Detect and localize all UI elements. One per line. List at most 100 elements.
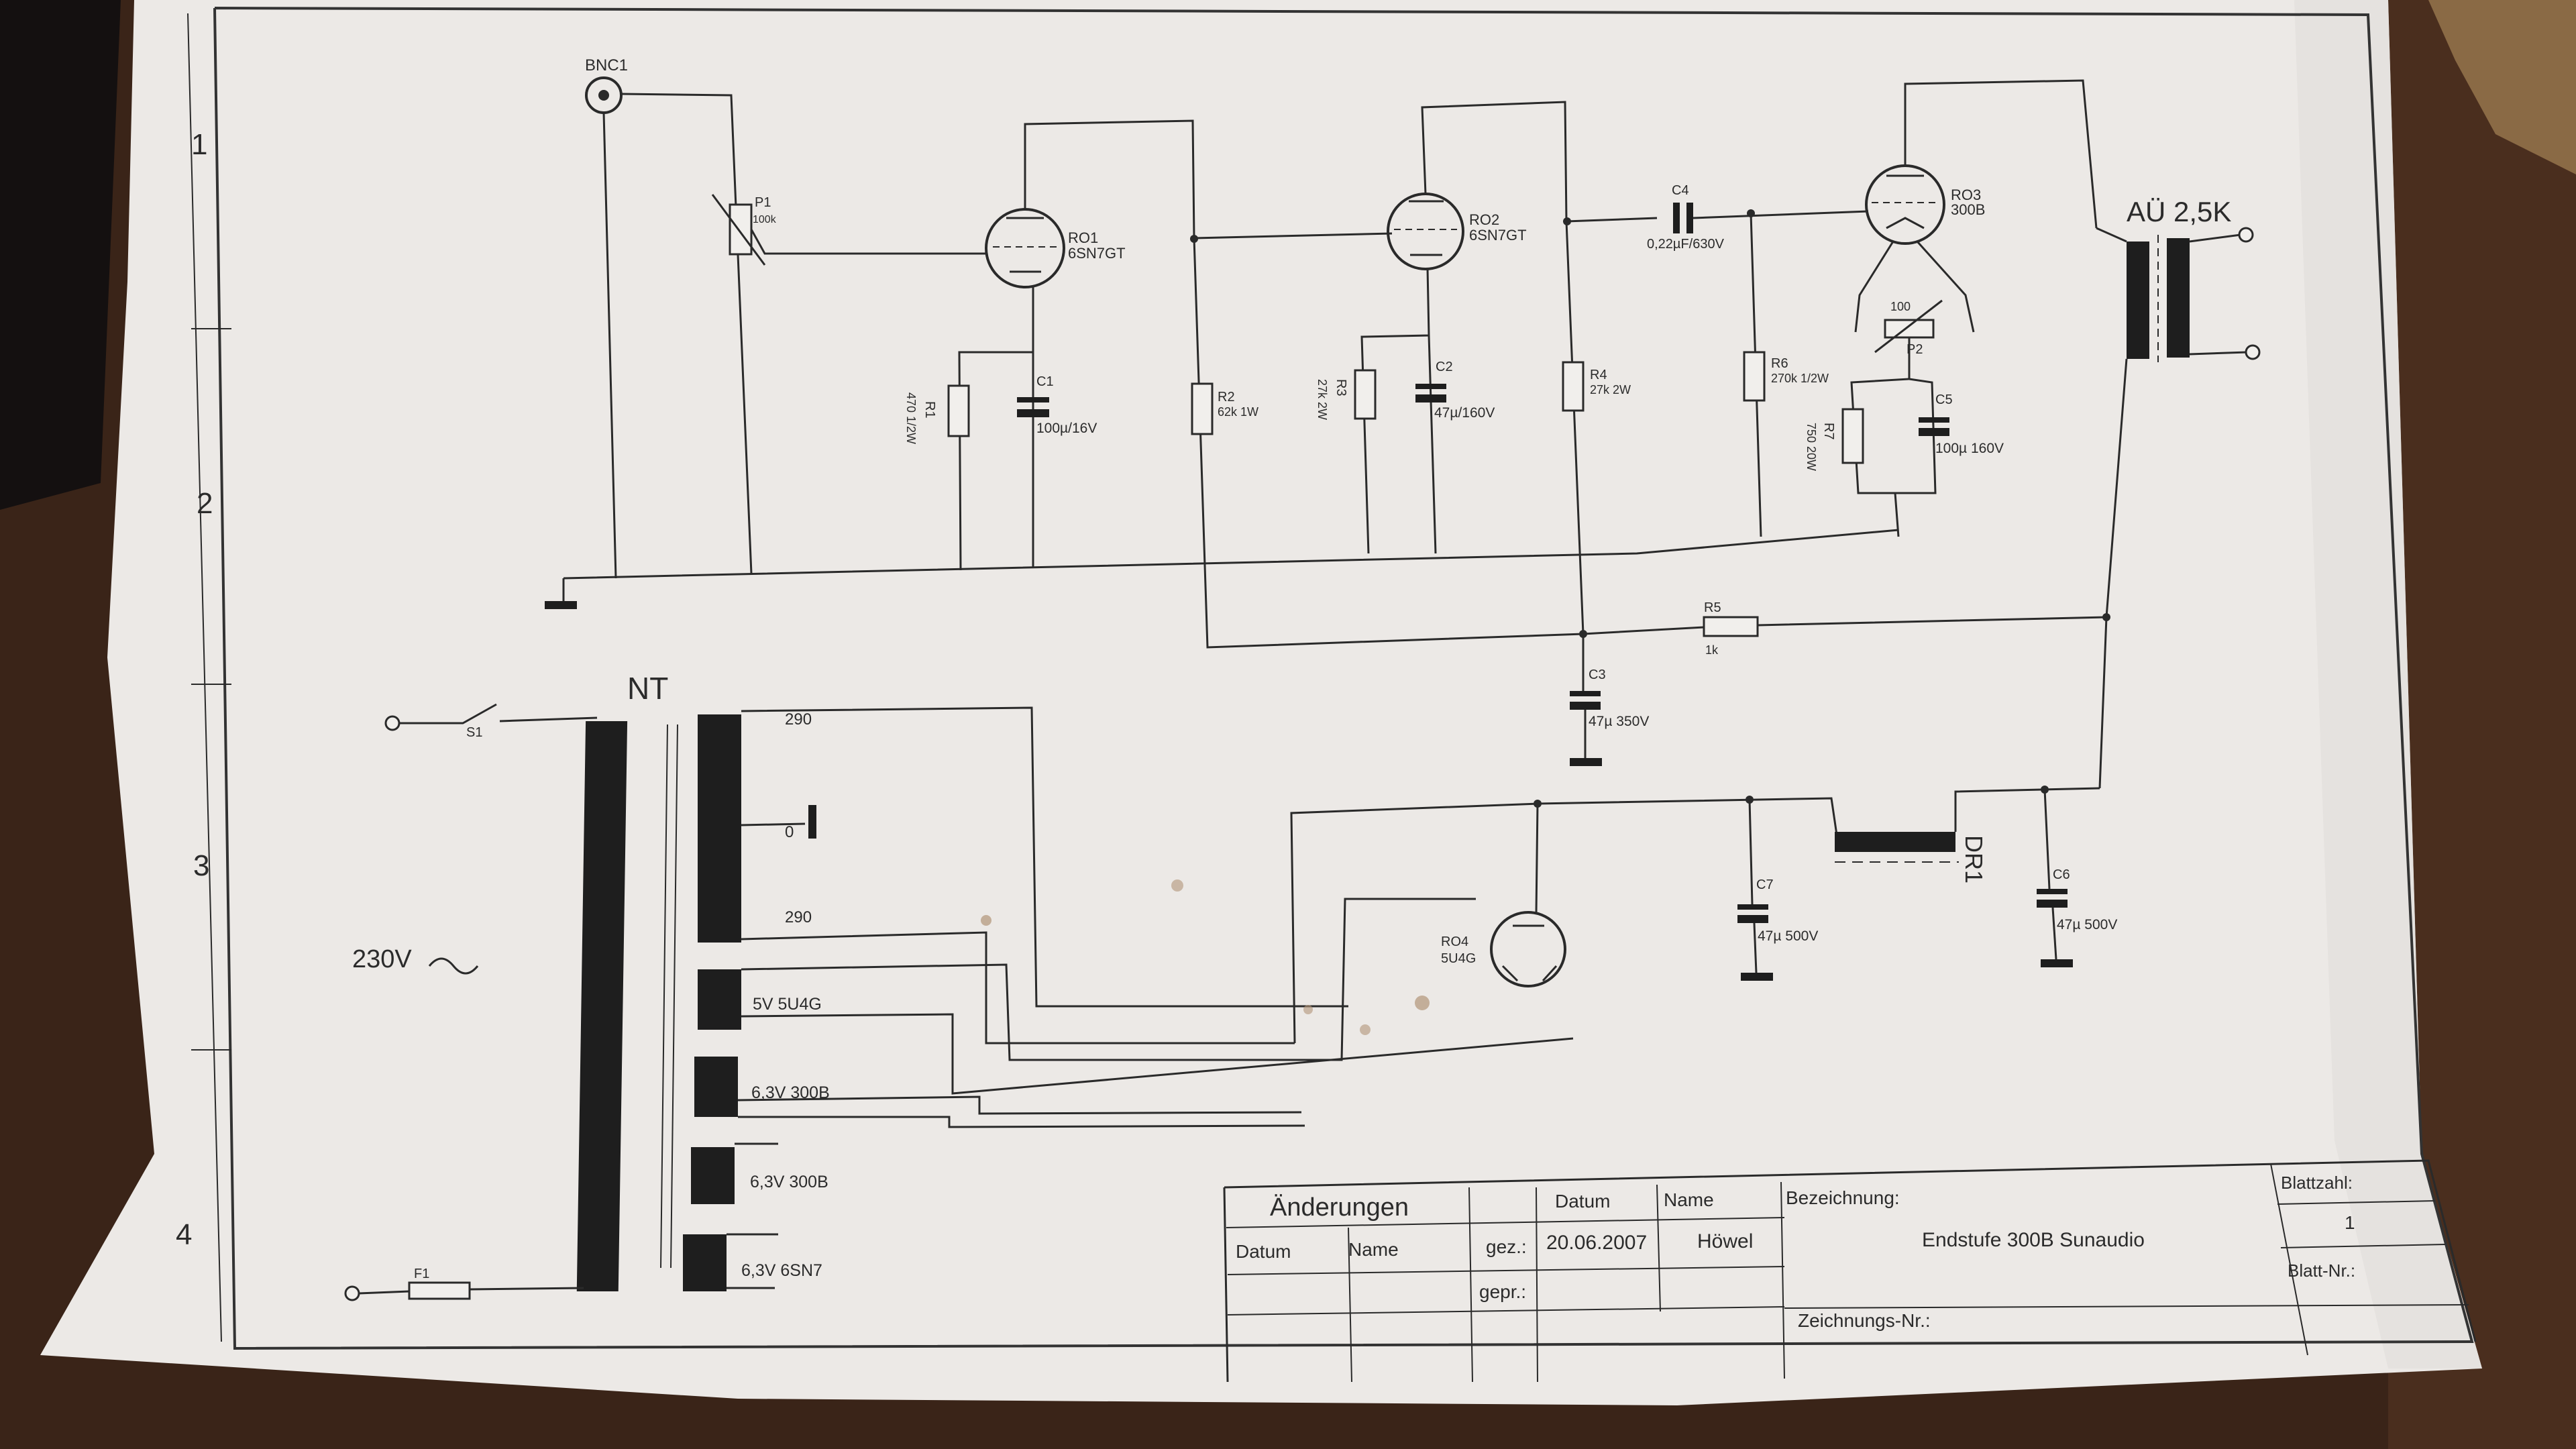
ro3-filament (1886, 217, 1925, 229)
output-secondary-bottom (2189, 351, 2248, 356)
output-primary-wire (2096, 227, 2127, 243)
r4-label: R4 (1590, 368, 1607, 382)
c7-value: 47µ 500V (1758, 928, 1818, 944)
ro1-anode-wire (1024, 119, 1195, 239)
c5-plate-top (1919, 417, 1949, 423)
r5-label: R5 (1704, 600, 1721, 615)
node-r5 (1579, 630, 1587, 638)
stain-2 (1171, 879, 1183, 892)
c2-plate-bottom (1415, 394, 1446, 402)
tap-0: 0 (785, 823, 794, 841)
c1-value: 100µ/16V (1036, 421, 1097, 436)
tap-5v: 5V 5U4G (753, 995, 822, 1014)
nt-secondary-63a (694, 1057, 738, 1117)
gez-date: 20.06.2007 (1546, 1232, 1647, 1254)
r7-label: R7 (1821, 423, 1836, 440)
p2-arrow (1874, 299, 1943, 354)
ro4-output-wire (1290, 802, 1539, 1044)
r6-resistor (1743, 351, 1766, 402)
r7-value: 750 20W (1805, 423, 1818, 471)
ground-bus (563, 529, 1899, 580)
ro4-type: 5U4G (1441, 951, 1476, 966)
c3-value: 47µ 350V (1589, 714, 1649, 729)
ro4-diodes (1501, 924, 1558, 982)
p1-wiper (750, 229, 986, 255)
s1-switch (399, 703, 497, 724)
r4-resistor (1562, 361, 1585, 412)
r6-value: 270k 1/2W (1771, 372, 1829, 385)
c1-plate-top (1017, 397, 1049, 402)
tap-290-top: 290 (785, 710, 812, 729)
p1-label: P1 (755, 195, 771, 210)
name-header: Name (1664, 1189, 1714, 1210)
stain-4 (1360, 1024, 1371, 1035)
output-secondary-top (2189, 233, 2241, 243)
mains-tilde (428, 957, 479, 975)
r7-resistor (1841, 408, 1864, 464)
stain-3 (1415, 996, 1430, 1010)
changes-header: Änderungen (1270, 1193, 1409, 1222)
hv-dc-bus (1537, 797, 1839, 845)
ro1-type: 6SN7GT (1068, 245, 1126, 262)
c6-plate-top (2037, 889, 2068, 894)
frame-row-divider-line (187, 13, 222, 1342)
c3-plate-bottom (1570, 702, 1601, 710)
gez-name: Höwel (1697, 1230, 1753, 1252)
output-terminal-top (2238, 227, 2254, 243)
row-marker-1: 1 (191, 128, 207, 161)
r2-wire (1193, 237, 1584, 649)
row-marker-3: 3 (193, 849, 209, 882)
switch-to-nt-wire (499, 716, 598, 722)
mains-label: 230V (352, 945, 412, 973)
c2-wire (1428, 335, 1437, 554)
c7-plate-bottom (1737, 915, 1768, 923)
ro2-type: 6SN7GT (1469, 227, 1527, 244)
title-block (1223, 1159, 2477, 1383)
c7-ground (1741, 973, 1773, 981)
heater-6sn7 (727, 1233, 778, 1289)
ro2-cathode-wire (1360, 268, 1430, 554)
changes-col-datum: Datum (1236, 1241, 1291, 1262)
p1-potentiometer (729, 203, 753, 256)
tap-63-c: 6,3V 6SN7 (741, 1261, 822, 1280)
ro3-anode-wire (1904, 79, 2098, 229)
heater-300b-b (738, 1116, 1305, 1128)
c1-plate-bottom (1017, 409, 1049, 417)
dr1-choke-core (1835, 832, 1955, 852)
p1-value: 100k (753, 214, 777, 225)
output-transformer-core-left (2127, 241, 2149, 359)
bnc-ground-wire (602, 112, 617, 579)
r5-resistor (1703, 616, 1759, 637)
nt-secondary-63c (683, 1234, 727, 1291)
blattzahl-label: Blattzahl: (2281, 1173, 2353, 1193)
ro1-cathode-wire (958, 287, 1034, 571)
ro4-label: RO4 (1441, 934, 1468, 949)
f1-fuse (408, 1281, 471, 1300)
c6-ground-wire (2051, 907, 2057, 960)
r2-value: 62k 1W (1218, 405, 1258, 419)
ro3-type: 300B (1951, 201, 1985, 218)
f1-label: F1 (414, 1267, 429, 1281)
ro1-label: RO1 (1068, 229, 1098, 246)
c4-label: C4 (1672, 183, 1689, 198)
row-marker-2: 2 (197, 487, 213, 520)
nt-core-line-2 (670, 724, 678, 1269)
tap-63-b: 6,3V 300B (750, 1173, 828, 1191)
c2-value: 47µ/160V (1434, 405, 1495, 421)
nt-core-line-1 (660, 724, 668, 1269)
output-transformer-label: AÜ 2,5K (2127, 196, 2231, 227)
c2-plate-top (1415, 384, 1446, 389)
c5-plate-bottom (1919, 428, 1949, 436)
c7-wire (1748, 799, 1754, 905)
c3-ground (1570, 758, 1602, 766)
ro2-anode-wire (1421, 101, 1568, 222)
s1-label: S1 (466, 725, 482, 740)
output-transformer-core-right (2167, 238, 2190, 358)
fuse-wire (358, 1287, 584, 1295)
hv-ground-tap (808, 805, 816, 839)
node-c7 (1746, 796, 1754, 804)
r3-resistor (1354, 369, 1377, 420)
c7-plate-top (1737, 904, 1768, 910)
c6-plate-bottom (2037, 900, 2068, 908)
heater-5v-return (741, 1013, 1574, 1095)
